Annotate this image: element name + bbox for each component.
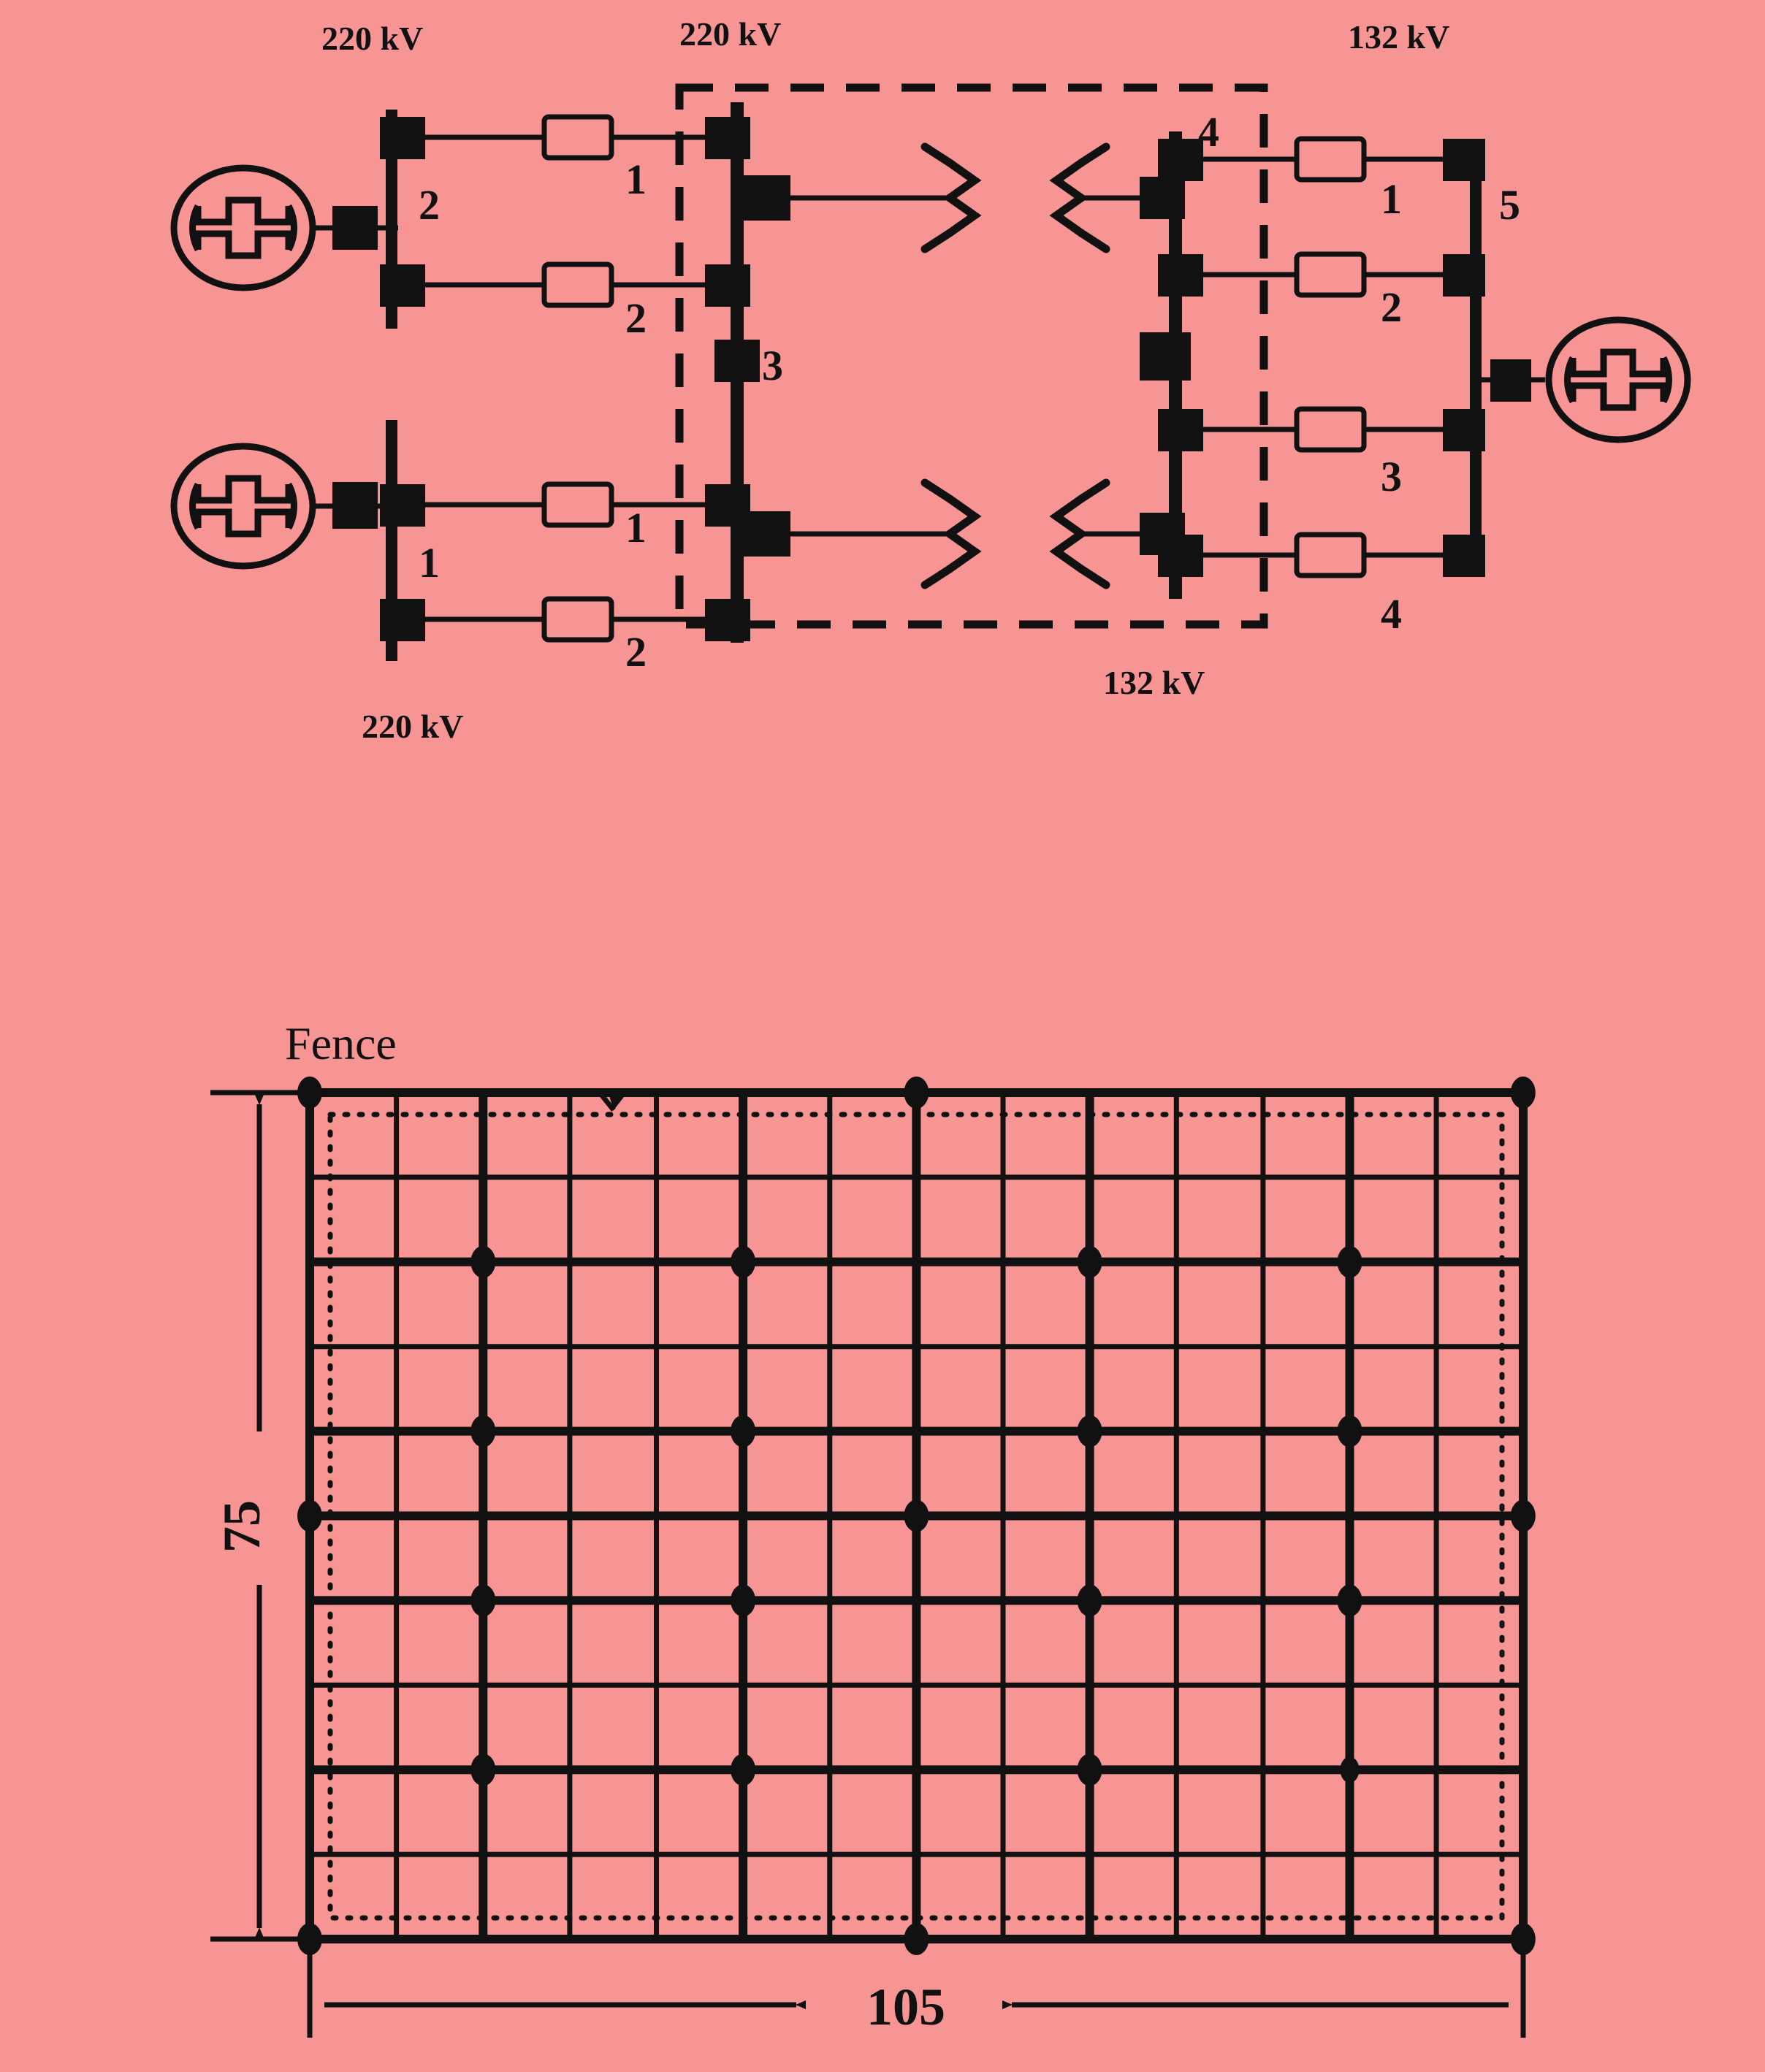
fence-perimeter [327,1112,1505,1921]
isolator-bus1-ckt1 [380,484,425,527]
isolator-gen-right [1490,359,1531,402]
earth-rod-dot-icon [1077,1584,1102,1617]
height-dimension-label: 75 [213,1500,271,1553]
isolator-bus1-ckt2 [380,599,425,641]
earth-rod-dot-icon [1337,1584,1362,1617]
isolator-bus4-mid [1140,332,1191,381]
earth-rod-dot-icon [470,1584,496,1617]
circuit-number-left-lower-2: 2 [625,628,647,676]
earth-rod-dot-icon [470,1754,496,1786]
earth-rod-dot-icon [470,1245,496,1278]
earth-rod-dot-icon [1337,1245,1362,1278]
circuit-number-right-4: 4 [1381,590,1402,638]
earth-rod-dot-icon [1337,1415,1362,1448]
earth-rod-dot-icon [1340,1756,1360,1784]
earth-rod-dot-icon [731,1584,756,1617]
kv-label-top-right: 132 kV [1348,18,1449,56]
width-dimension [307,1939,1526,2038]
bus-number-3-centre: 3 [762,342,783,389]
bus-number-1-left-lower: 1 [419,539,440,586]
isolator-bus4-ckt4 [1158,535,1203,577]
bus-number-4-right: 4 [1198,108,1219,156]
circuit-number-right-3: 3 [1381,453,1402,500]
bay-far-right-bus5 [1470,139,1688,577]
earth-rod-dot-icon [904,1923,929,1955]
earth-rod-dot-icon [904,1499,929,1532]
isolator-gen-left-lower [332,482,378,529]
earth-rod-dot-icon [1077,1754,1102,1786]
circuit-number-right-2: 2 [1381,283,1402,331]
isolator-bus4-tx1 [1140,177,1185,219]
isolator-bus4-ckt1 [1158,139,1203,181]
earth-rod-dot-icon [731,1415,756,1448]
height-dimension [210,1090,310,1942]
earth-rod-dot-icon [470,1415,496,1448]
width-dimension-label: 105 [866,1978,945,2036]
kv-label-bottom-left: 220 kV [362,708,463,745]
substation-boundary [675,83,1268,629]
isolator-bus3-tx2 [739,511,790,557]
kv-label-top-mid: 220 kV [679,15,781,53]
bus-number-5-far-right: 5 [1499,181,1520,229]
earth-rod-dot-icon [1077,1415,1102,1448]
circuit-number-left-upper-2: 2 [625,294,647,342]
isolator-gen-left-upper [332,206,378,250]
isolator-bus4-ckt2 [1158,254,1203,297]
busbar-5-far-right [1470,139,1482,577]
earth-rod-dot-icon [297,1499,322,1532]
fence-leader-arrow-icon [608,1091,624,1110]
circuit-number-left-lower-1: 1 [625,504,647,551]
fence-annotation-label: Fence [285,1017,397,1069]
fence-leader [460,1089,624,1112]
isolator-bus3-mid [714,340,760,382]
kv-label-top-left: 220 kV [321,20,423,57]
isolator-bus4-ckt3 [1158,409,1203,451]
isolator-bus2-ckt2 [380,264,425,307]
isolator-bus3-tx1 [739,175,790,221]
earth-rod-dot-icon [1077,1245,1102,1278]
earth-rod-dot-icon [1510,1499,1536,1532]
kv-label-bottom-mid: 132 kV [1103,664,1205,701]
bay-centre [714,102,950,643]
bay-left-upper [174,110,750,329]
circuit-number-right-1: 1 [1381,175,1402,223]
isolator-bus2-ckt1 [380,117,425,159]
bus-number-2-left-upper: 2 [419,181,440,229]
earth-rod-dot-icon [904,1077,929,1109]
earth-rod-dot-icon [731,1245,756,1278]
earth-rod-dot-icon [1510,1077,1536,1109]
earth-rod-dot-icon [731,1754,756,1786]
circuit-number-left-upper-1: 1 [625,156,647,203]
